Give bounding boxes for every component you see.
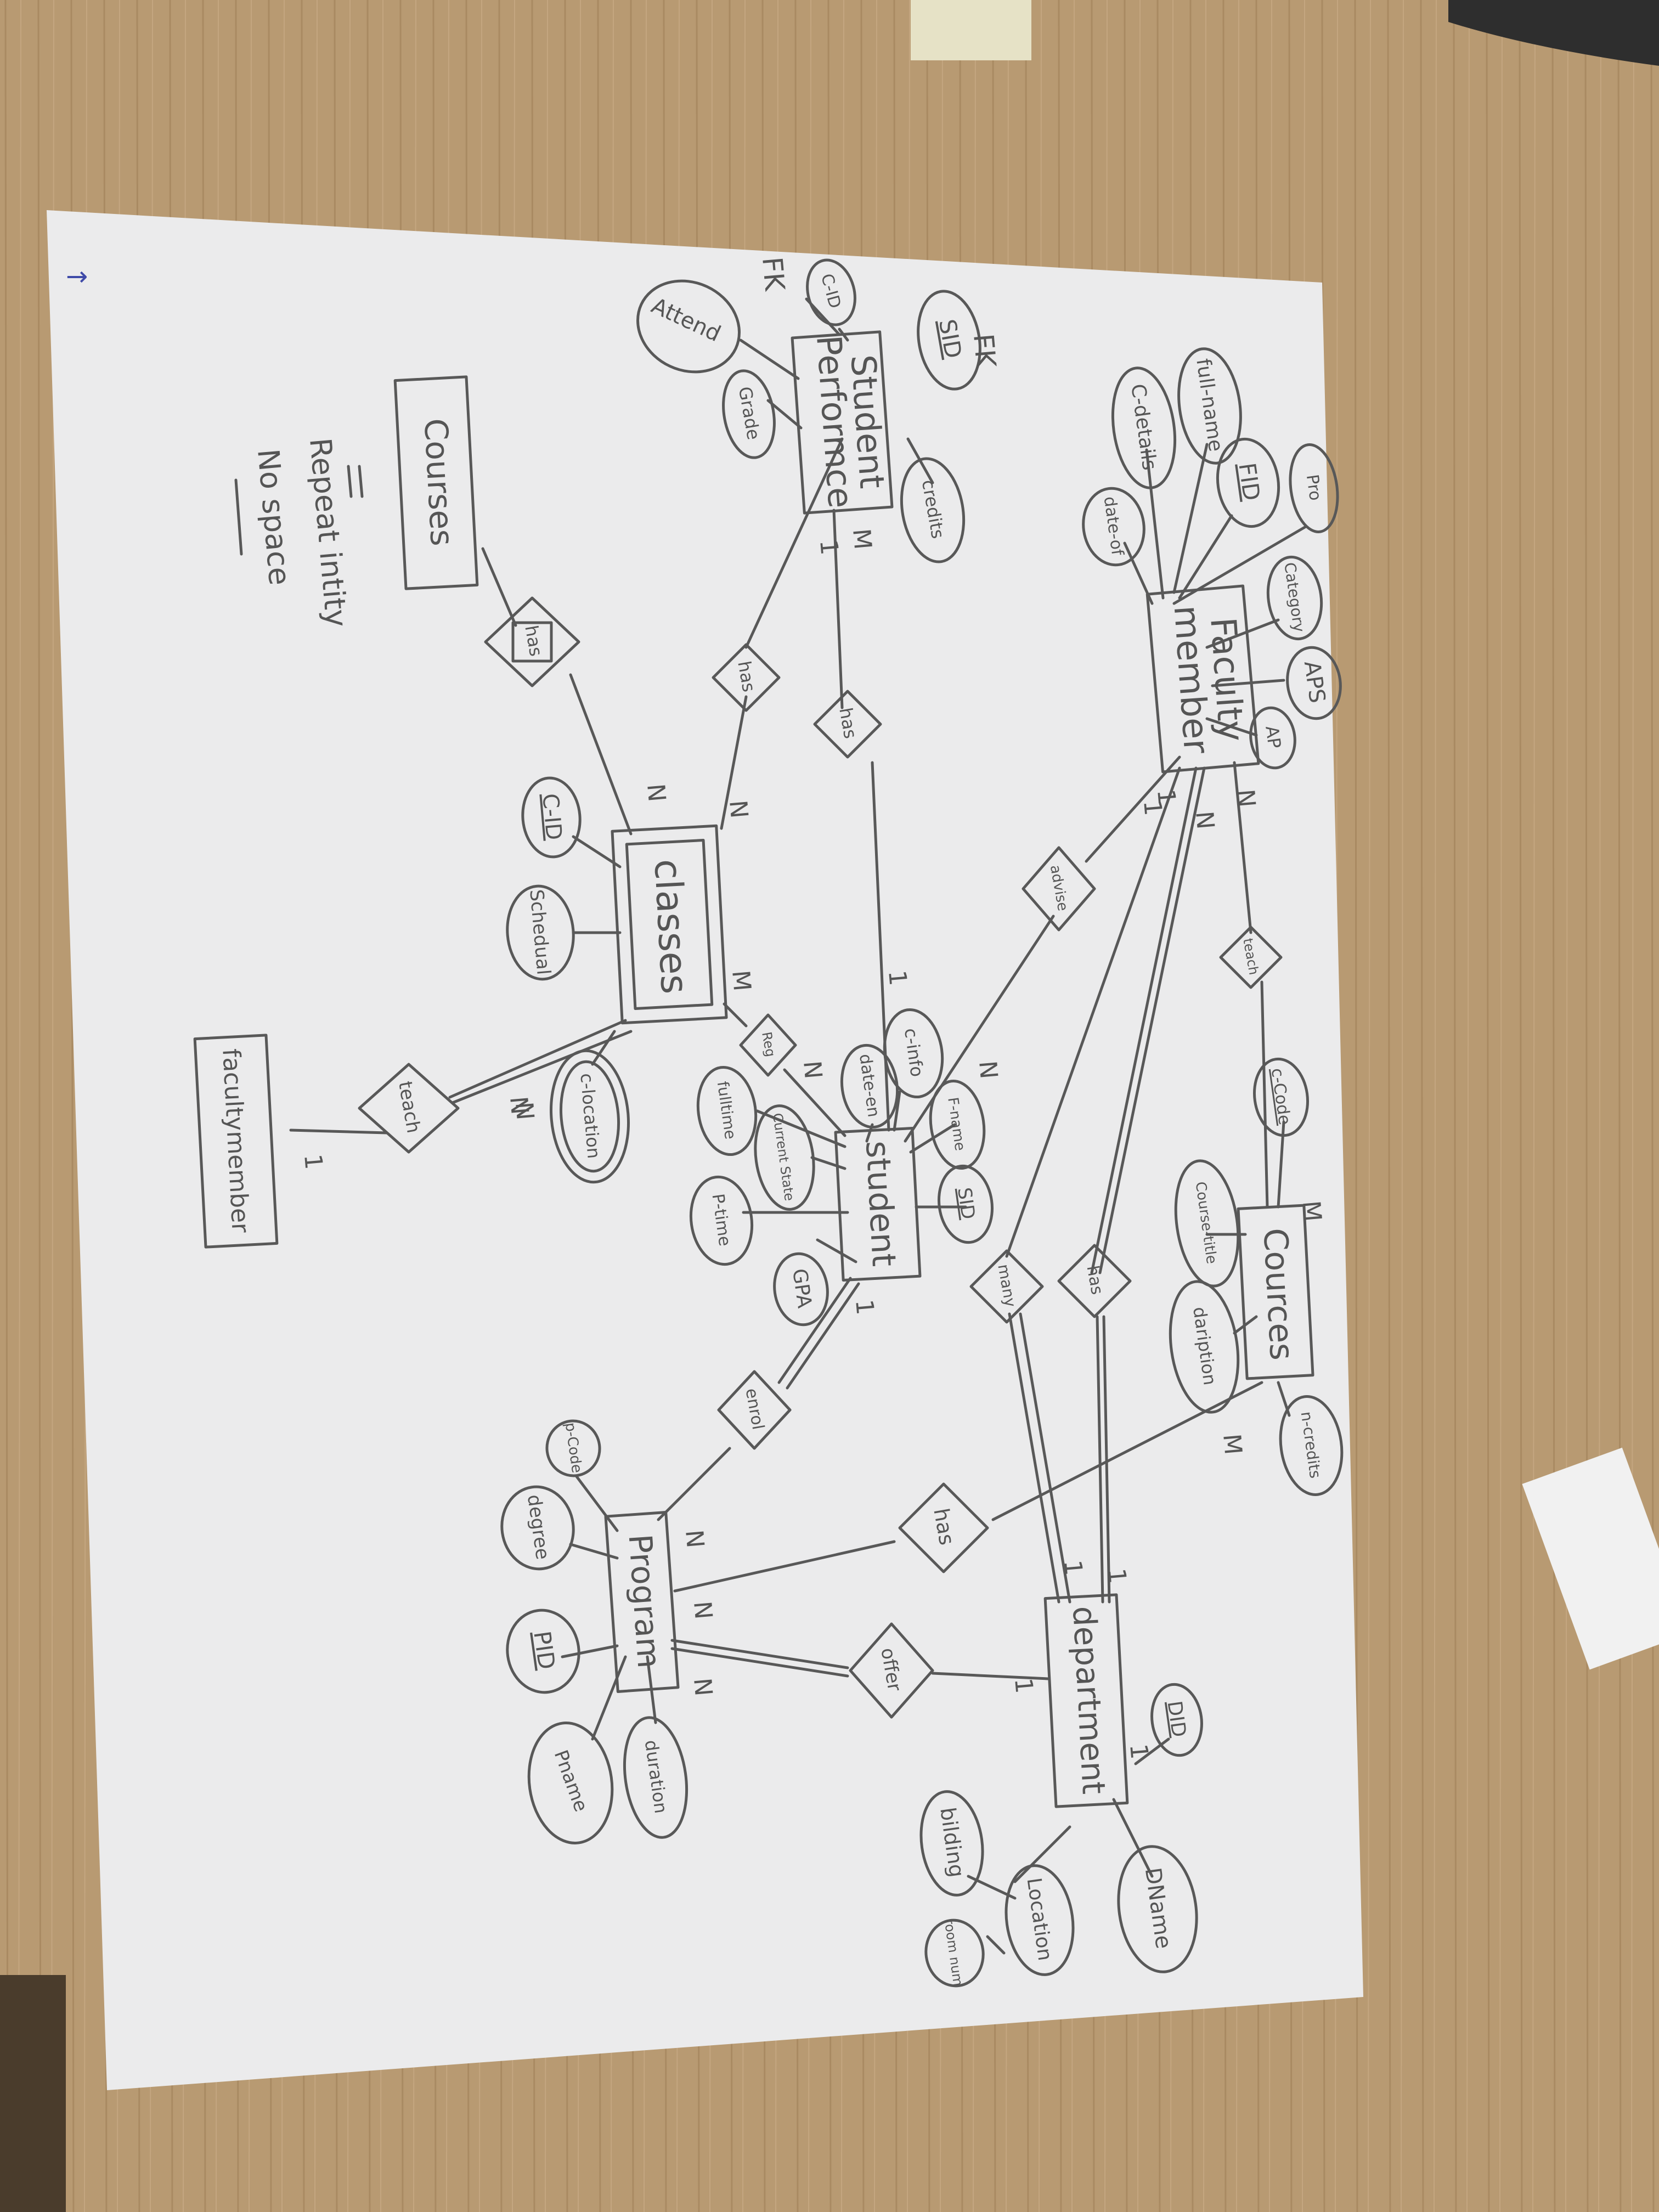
entity-department bbox=[1043, 1593, 1129, 1808]
entity-program bbox=[604, 1511, 680, 1693]
rel-many bbox=[969, 1249, 1044, 1324]
underline-no-space bbox=[234, 478, 243, 556]
diagram bbox=[193, 258, 1344, 1988]
entity-student bbox=[834, 1127, 922, 1282]
equals-mark-1 bbox=[347, 465, 353, 498]
entity-student-performance-label-1: Student bbox=[843, 353, 893, 490]
entity-faculty-member bbox=[1146, 584, 1260, 774]
card-18: 1 bbox=[1009, 1677, 1038, 1695]
card-23: 1 bbox=[1152, 788, 1181, 806]
other-paper bbox=[1522, 1447, 1659, 1670]
card-4: N bbox=[724, 799, 753, 820]
card-2: M bbox=[847, 528, 877, 551]
card-5: M bbox=[726, 969, 756, 992]
attr-gpa: GPA bbox=[788, 1267, 816, 1310]
rel-teach bbox=[1219, 926, 1283, 989]
card-24: N bbox=[973, 1060, 1003, 1080]
entity-student-label: student bbox=[858, 1140, 903, 1268]
attr-pro: Pro bbox=[1302, 473, 1325, 502]
sticky-note bbox=[911, 0, 1031, 60]
entity-courses-repeat-label: Courses bbox=[417, 417, 461, 547]
card-10: 1 bbox=[1138, 799, 1167, 817]
rel-has-program-courses bbox=[898, 1482, 989, 1573]
rel-has-faculty-dept bbox=[1057, 1244, 1132, 1318]
card-22: 1 bbox=[1124, 1743, 1153, 1760]
attr-did: DID bbox=[1163, 1700, 1190, 1739]
entity-courses-main bbox=[1237, 1204, 1314, 1380]
label-fk-2: FK bbox=[756, 256, 791, 293]
entity-classes-label: classes bbox=[646, 858, 696, 995]
rel-offer bbox=[849, 1622, 934, 1719]
equals-mark-2 bbox=[358, 465, 364, 498]
rel-reg bbox=[739, 1013, 797, 1077]
card-7: N bbox=[798, 1060, 827, 1080]
card-21: N bbox=[688, 1677, 718, 1697]
entity-faculty-member-label-1: Faculty bbox=[1202, 616, 1251, 743]
card-3: N bbox=[641, 783, 671, 803]
card-1: 1 bbox=[814, 539, 843, 556]
entity-courses-repeat bbox=[393, 375, 479, 590]
attr-c-id-classes: C-ID bbox=[537, 793, 566, 842]
entity-facultymember-repeat bbox=[193, 1034, 279, 1249]
card-20: N bbox=[688, 1600, 718, 1621]
rel-has-perf-student bbox=[813, 690, 882, 759]
card-6: 1 bbox=[883, 969, 912, 987]
paper-sheet bbox=[47, 210, 1363, 2090]
rel-teach-classes bbox=[358, 1063, 460, 1154]
card-17: 1 bbox=[1102, 1567, 1131, 1585]
rel-has-perf-classes bbox=[712, 643, 781, 712]
card-16: 1 bbox=[1058, 1559, 1087, 1577]
entity-courses-main-label: Cources bbox=[1256, 1227, 1301, 1361]
diagram-text: Student Performce Faculty member classes… bbox=[66, 256, 1330, 1987]
rel-has-courses-classes bbox=[484, 596, 580, 687]
attr-sid-student: SID bbox=[953, 1186, 979, 1221]
card-14: M bbox=[1217, 1433, 1247, 1456]
attr-pid: PID bbox=[528, 1629, 560, 1671]
connection-lines bbox=[289, 437, 1269, 1680]
entity-student-performance bbox=[791, 330, 894, 515]
card-11: N bbox=[1190, 810, 1220, 831]
card-19: N bbox=[680, 1529, 709, 1549]
attr-ap: AP bbox=[1261, 724, 1285, 749]
label-fk-1: FK bbox=[967, 332, 1002, 370]
card-12: N bbox=[1231, 788, 1261, 809]
attr-aps: APS bbox=[1299, 659, 1330, 705]
attr-sid-perf: SID bbox=[934, 317, 967, 360]
card-8: 1 bbox=[298, 1153, 328, 1171]
entity-classes bbox=[611, 824, 728, 1025]
rel-enrol bbox=[717, 1370, 792, 1450]
card-9: N bbox=[504, 1096, 534, 1116]
label-arrow: → bbox=[66, 261, 88, 292]
card-25: N bbox=[510, 1101, 539, 1121]
rel-advise bbox=[1022, 846, 1096, 932]
attribute-ellipses bbox=[500, 258, 1344, 1988]
attr-fid: FID bbox=[1233, 461, 1265, 502]
card-15: 1 bbox=[850, 1299, 879, 1316]
dark-object bbox=[1448, 0, 1659, 66]
card-13: M bbox=[1297, 1200, 1327, 1223]
dark-edge-left bbox=[0, 1975, 66, 2212]
